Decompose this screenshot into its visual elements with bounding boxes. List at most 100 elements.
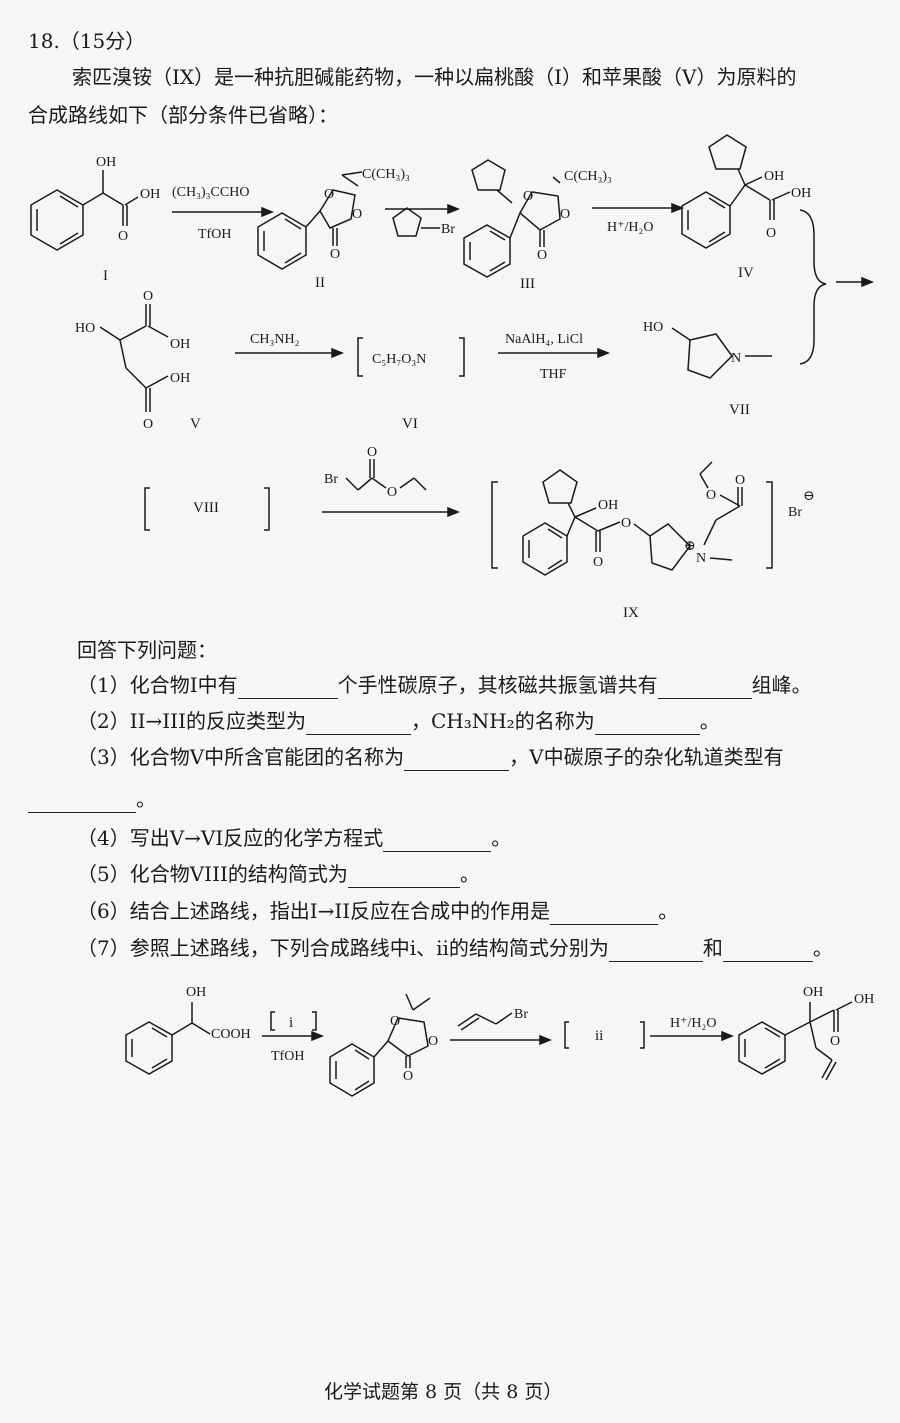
atom-label: OH: [96, 155, 116, 170]
q1-text-c: 组峰。: [751, 673, 812, 697]
q3-blank-1[interactable]: [404, 748, 510, 771]
atom-label: O: [523, 189, 533, 204]
q6-text-a: （6）结合上述路线，指出I→II反应在合成中的作用是: [77, 899, 551, 923]
q2-text-c: 。: [699, 709, 720, 733]
reagent-naalh4: NaAlH₄, LiCl: [505, 332, 583, 347]
compound-label-VI: VI: [402, 416, 418, 432]
compound-VII: HO N VII: [643, 320, 772, 418]
atom-label: C(CH₃)₃: [362, 167, 410, 182]
q3-text-b: ，V中碳原子的杂化轨道类型有: [509, 745, 784, 769]
atom-label: HO: [643, 320, 663, 335]
atom-label: O: [428, 1034, 438, 1049]
atom-label: O: [560, 207, 570, 222]
q7-text-b: 和: [702, 936, 723, 960]
q3-text-c: 。: [136, 787, 156, 811]
q7-blank-2[interactable]: [722, 939, 813, 962]
q4-blank[interactable]: [383, 829, 492, 852]
q5-blank[interactable]: [347, 865, 460, 888]
compound-II: O O C(CH₃)₃ O II: [257, 167, 410, 291]
questions-prompt: 回答下列问题：: [77, 638, 217, 662]
route7-reagent-acid: H⁺/H₂O: [670, 1016, 717, 1031]
q1-blank-2[interactable]: [657, 676, 752, 699]
compound-V: HO O OH OH O V: [75, 289, 201, 432]
atom-label: OH: [854, 992, 874, 1007]
atom-label: O: [735, 473, 745, 488]
question-2: （2）II→III的反应类型为 ，CH₃NH₂的名称为 。: [77, 707, 720, 735]
atom-label: O: [706, 488, 716, 503]
atom-label: O: [537, 248, 547, 263]
atom-label: O: [830, 1034, 840, 1049]
atom-label: O: [390, 1014, 400, 1029]
q7-text-c: 。: [812, 936, 833, 960]
q7-text-a: （7）参照上述路线，下列合成路线中i、ii的结构简式分别为: [77, 936, 609, 960]
atom-label: O: [330, 247, 340, 262]
compound-label-II: II: [315, 275, 325, 291]
q5-text-b: 。: [459, 862, 480, 886]
atom-label: C(CH₃)₃: [564, 169, 612, 184]
question-1: （1）化合物I中有个手性碳原子，其核磁共振氢谱共有组峰。: [77, 671, 812, 699]
reagent-tfoh: TfOH: [198, 227, 231, 242]
route7-label-i: i: [289, 1015, 293, 1031]
route7-label-ii: ii: [595, 1028, 603, 1044]
compound-IX: Br ⊖ OH O O ⊕ N O O IX: [491, 461, 815, 621]
q7-blank-1[interactable]: [608, 939, 703, 962]
page-footer: 化学试题第 8 页（共 8 页）: [324, 1381, 563, 1403]
question-3: （3）化合物V中所含官能团的名称为 ，V中碳原子的杂化轨道类型有: [77, 743, 784, 771]
atom-label: O: [143, 289, 153, 304]
q2-text-a: （2）II→III的反应类型为: [77, 709, 306, 733]
compound-label-VII: VII: [729, 402, 750, 418]
atom-label: Br: [788, 505, 802, 520]
atom-label: O: [766, 226, 776, 241]
route7-reagent-tfoh: TfOH: [271, 1049, 304, 1064]
route-7: OH COOH i TfOH O O O Br ii H⁺/H₂O OH O: [125, 985, 874, 1097]
compound-III: O O C(CH₃)₃ O III: [463, 159, 612, 292]
compound-label-I: I: [103, 268, 108, 284]
compound-label-VIII: VIII: [193, 500, 219, 516]
compound-I: OH O OH I: [30, 155, 160, 284]
question-number: 18.（15分）: [28, 29, 146, 53]
atom-label: OH: [803, 985, 823, 1000]
atom-label: OH: [791, 186, 811, 201]
q5-text-a: （5）化合物VIII的结构简式为: [77, 862, 348, 886]
question-4: （4）写出V→VI反应的化学方程式。: [77, 824, 511, 852]
q2-blank-1[interactable]: [305, 712, 411, 735]
atom-label: Br: [324, 472, 338, 487]
atom-label: O: [352, 207, 362, 222]
atom-label: OH: [140, 187, 160, 202]
q1-blank-1[interactable]: [237, 676, 338, 699]
charge-minus: ⊖: [803, 489, 815, 504]
charge-plus: ⊕: [684, 539, 696, 554]
q6-blank[interactable]: [550, 902, 659, 925]
reagent-methylamine: CH₃NH₂: [250, 332, 300, 347]
atom-label: N: [731, 351, 741, 366]
question-5: （5）化合物VIII的结构简式为 。: [77, 860, 480, 888]
question-6: （6）结合上述路线，指出I→II反应在合成中的作用是 。: [77, 897, 678, 925]
atom-label: OH: [170, 371, 190, 386]
atom-label: O: [621, 516, 631, 531]
atom-label: OH: [764, 169, 784, 184]
atom-label: HO: [75, 321, 95, 336]
atom-label: Br: [514, 1007, 528, 1022]
atom-label: Br: [441, 222, 455, 237]
atom-label: O: [143, 417, 153, 432]
atom-label: O: [403, 1069, 413, 1084]
compound-VI-formula: C₅H₇O₃N: [372, 352, 426, 367]
q3-text-a: （3）化合物V中所含官能团的名称为: [77, 745, 405, 769]
q1-text-b: 个手性碳原子，其核磁共振氢谱共有: [337, 673, 658, 697]
atom-label: O: [118, 229, 128, 244]
compound-label-IV: IV: [738, 265, 754, 281]
q6-text-b: 。: [658, 899, 679, 923]
atom-label: O: [367, 445, 377, 460]
atom-label: O: [387, 485, 397, 500]
atom-label: OH: [170, 337, 190, 352]
atom-label: O: [593, 555, 603, 570]
q3-blank-2[interactable]: [28, 790, 136, 813]
question-3-cont: 。: [28, 785, 156, 813]
q2-text-b: ，CH₃NH₂的名称为: [410, 709, 595, 733]
atom-label: N: [696, 551, 706, 566]
reagent-thf: THF: [540, 367, 567, 382]
compound-label-IX: IX: [623, 605, 639, 621]
q2-blank-2[interactable]: [594, 712, 700, 735]
atom-label: OH: [598, 498, 618, 513]
